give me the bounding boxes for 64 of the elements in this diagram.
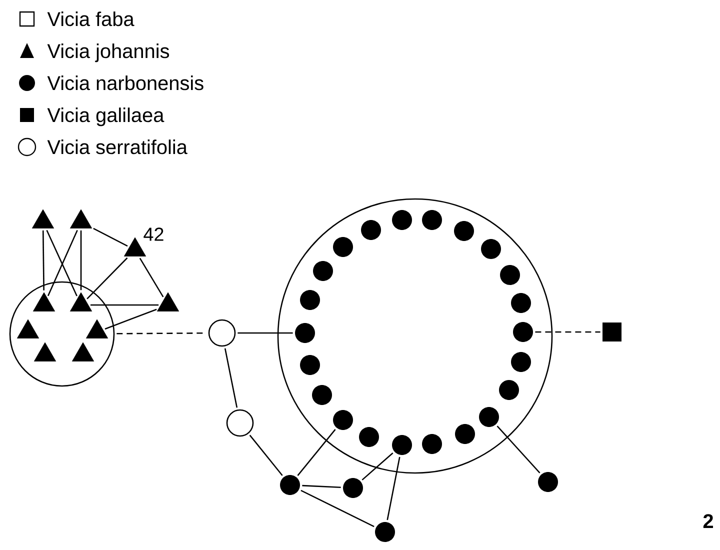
dot-symbol <box>361 220 381 240</box>
connecting-line <box>238 332 293 334</box>
dot-symbol <box>295 323 315 343</box>
connecting-line <box>90 304 159 306</box>
dot-symbol <box>280 475 300 495</box>
square-symbol <box>602 322 622 342</box>
triangle-symbol <box>34 342 56 362</box>
connecting-line <box>302 484 341 488</box>
dot-symbol <box>500 265 520 285</box>
triangle-symbol <box>16 319 40 338</box>
triangle-symbol <box>86 319 108 338</box>
triangle-symbol <box>32 292 56 312</box>
dot-symbol <box>538 472 558 492</box>
connecting-line <box>362 452 394 480</box>
open-circle-symbol <box>208 319 236 347</box>
connecting-line <box>224 348 238 408</box>
dot-symbol <box>375 522 395 542</box>
connecting-line <box>139 258 164 298</box>
cluster-circle <box>9 281 115 387</box>
triangle-symbol <box>32 209 54 228</box>
dot-symbol <box>455 424 475 444</box>
dot-symbol <box>513 322 533 342</box>
legend-entry: Vicia johannis <box>20 43 170 62</box>
dot-symbol <box>422 210 442 230</box>
connecting-line <box>249 434 283 476</box>
dot-symbol <box>392 210 412 230</box>
dot-symbol <box>300 355 320 375</box>
connecting-line <box>104 308 157 330</box>
connecting-line <box>297 429 336 476</box>
triangle-symbol <box>70 209 92 228</box>
dot-symbol <box>300 290 320 310</box>
dot-symbol <box>499 380 519 400</box>
connecting-line <box>496 426 540 474</box>
open-circle-symbol <box>226 409 254 437</box>
triangle-symbol <box>72 342 94 362</box>
triangle-symbol <box>70 292 92 312</box>
dot-symbol <box>392 435 412 455</box>
legend-entry: Vicia serratifolia <box>18 138 188 156</box>
dot-symbol <box>481 239 501 259</box>
dot-symbol <box>454 221 474 241</box>
dot-symbol <box>313 261 333 281</box>
dot-symbol <box>333 410 353 430</box>
dot-symbol <box>511 352 531 372</box>
connecting-line <box>300 490 374 528</box>
legend-entry: Vicia narbonensis <box>19 75 204 91</box>
connecting-line <box>93 228 128 247</box>
dot-symbol <box>359 427 379 447</box>
connecting-line <box>86 257 128 300</box>
dashed-line <box>535 331 600 333</box>
connecting-line <box>42 230 44 290</box>
triangle-symbol <box>156 292 180 312</box>
dot-symbol <box>422 434 442 454</box>
legend-entry: Vicia faba <box>19 11 134 27</box>
dot-symbol <box>511 293 531 313</box>
number-label: 42 <box>144 228 164 241</box>
figure-number: 2 <box>703 514 713 528</box>
connecting-line <box>80 230 82 290</box>
dot-symbol <box>343 478 363 498</box>
dot-symbol <box>333 237 353 257</box>
connecting-line <box>386 456 400 520</box>
dot-symbol <box>479 407 499 427</box>
dot-symbol <box>312 385 332 405</box>
cluster-circle <box>277 198 553 474</box>
legend-entry: Vicia galilaea <box>20 108 164 126</box>
